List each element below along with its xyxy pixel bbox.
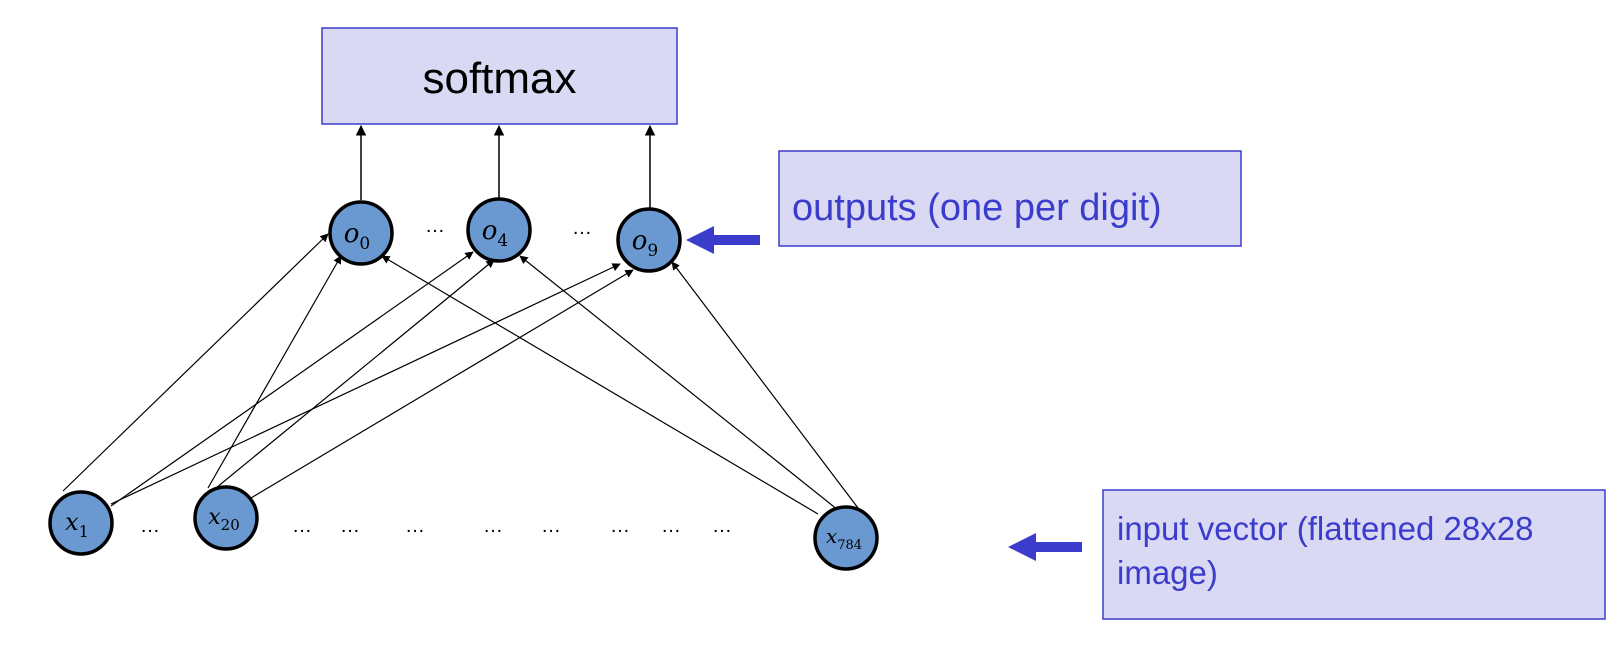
output-node-o9-var: o xyxy=(632,226,648,256)
outputs-callout-rect xyxy=(778,150,1242,247)
input-node-x1: x1 xyxy=(48,490,114,556)
softmax-box-rect xyxy=(321,27,678,125)
input-node-x1-sub: 1 xyxy=(79,522,89,541)
softmax-label: softmax xyxy=(422,54,576,103)
edge-x20-o9 xyxy=(250,269,634,499)
outputs-pointer-arrow xyxy=(686,226,760,254)
edge-x1-o9 xyxy=(110,263,621,505)
ellipsis-input-3: … xyxy=(340,515,360,537)
outputs-callout: outputs (one per digit) xyxy=(778,150,1242,247)
output-node-o4: o4 xyxy=(466,197,532,263)
input-callout-line1: input vector (flattened 28x28 xyxy=(1117,510,1533,547)
output-node-o4-var: o xyxy=(482,216,498,246)
ellipsis-input-5: … xyxy=(483,515,503,537)
ellipsis-input-8: … xyxy=(661,515,681,537)
softmax-box: softmax xyxy=(321,27,678,125)
input-pointer-arrow xyxy=(1008,533,1082,561)
input-node-x20-var: x xyxy=(208,505,221,530)
input-callout-rect xyxy=(1102,489,1606,620)
svg-text:x1: x1 xyxy=(65,508,89,541)
edge-x1-o4 xyxy=(110,251,474,507)
edge-x784-o9 xyxy=(671,261,859,509)
input-node-x20-sub: 20 xyxy=(221,516,240,534)
input-node-x1-var: x xyxy=(65,508,79,536)
ellipsis-output-1: … xyxy=(425,215,445,237)
edge-x784-o0 xyxy=(381,255,819,515)
edge-x20-o4 xyxy=(215,259,495,489)
svg-text:x784: x784 xyxy=(826,524,862,553)
input-node-x20: x20 xyxy=(193,485,259,551)
svg-text:o0: o0 xyxy=(344,219,370,254)
ellipsis-input-2: … xyxy=(292,515,312,537)
output-node-o0: o0 xyxy=(328,200,394,266)
output-node-o9: o9 xyxy=(616,207,682,273)
edge-x20-o0 xyxy=(207,255,342,489)
ellipsis-input-1: … xyxy=(140,515,160,537)
output-to-softmax-edges xyxy=(355,124,656,210)
edge-x1-o0 xyxy=(62,233,329,492)
input-callout-line2: image) xyxy=(1117,554,1218,591)
input-node-x784-sub: 784 xyxy=(837,538,862,553)
input-node-x784-var: x xyxy=(826,524,837,548)
edge-x784-o4 xyxy=(519,255,839,511)
output-node-o0-sub: 0 xyxy=(359,234,370,254)
svg-text:o9: o9 xyxy=(632,226,658,261)
output-node-o9-sub: 9 xyxy=(647,241,658,261)
outputs-callout-label: outputs (one per digit) xyxy=(792,187,1162,229)
ellipsis-input-7: … xyxy=(610,515,630,537)
ellipsis-input-6: … xyxy=(541,515,561,537)
output-node-o0-var: o xyxy=(344,219,360,249)
output-node-o4-sub: 4 xyxy=(497,231,508,251)
input-node-x784: x784 xyxy=(813,505,879,571)
ellipsis-output-2: … xyxy=(572,217,592,239)
svg-text:x20: x20 xyxy=(208,505,240,534)
input-callout: input vector (flattened 28x28 image) xyxy=(1102,489,1606,620)
input-to-output-edges xyxy=(62,233,859,515)
ellipsis-input-9: … xyxy=(712,515,732,537)
svg-text:o4: o4 xyxy=(482,216,508,251)
ellipsis-input-4: … xyxy=(405,515,425,537)
